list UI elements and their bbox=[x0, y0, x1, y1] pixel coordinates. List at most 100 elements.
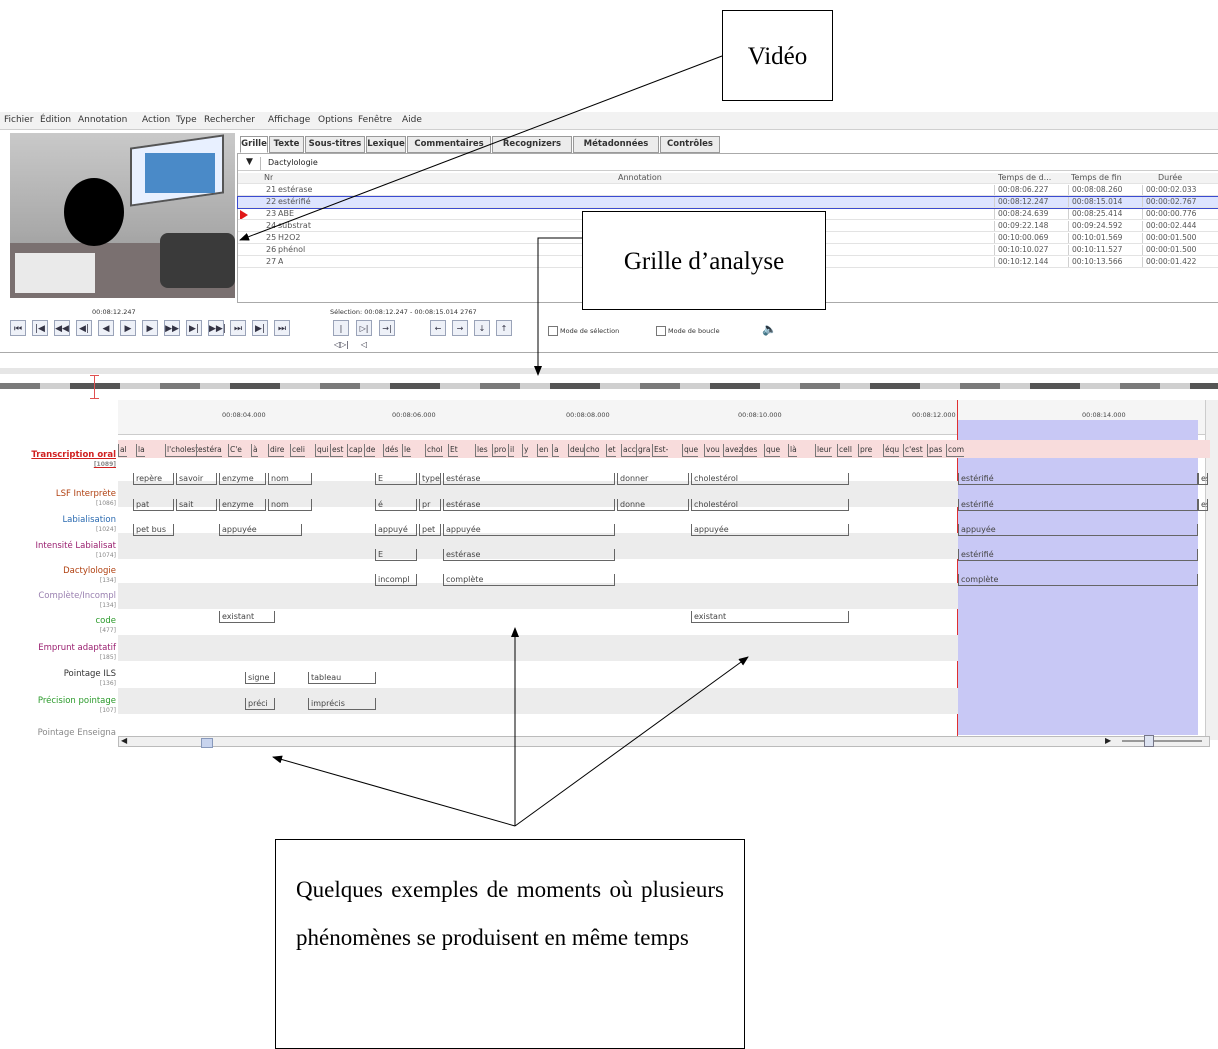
annotation-block[interactable]: pr bbox=[419, 499, 441, 511]
go-end-icon[interactable]: ⏭ bbox=[230, 320, 246, 336]
tier-label[interactable]: Dactylologie[134] bbox=[0, 566, 116, 584]
dropdown-arrow-icon[interactable]: ▼ bbox=[246, 157, 253, 167]
annotation-block[interactable]: cholestérol bbox=[691, 499, 849, 511]
annotation-block[interactable]: complète bbox=[958, 574, 1198, 586]
tab-recognizers[interactable]: Recognizers bbox=[492, 136, 572, 153]
annotation-block[interactable]: appuyée bbox=[958, 524, 1198, 536]
tier-label[interactable]: code[477] bbox=[0, 616, 117, 634]
overview-strip[interactable] bbox=[0, 368, 1218, 374]
tier-label[interactable]: Emprunt adaptatif[185] bbox=[0, 643, 116, 661]
annotation-block[interactable]: nom bbox=[268, 499, 312, 511]
annotation-block[interactable]: enzyme bbox=[219, 499, 266, 511]
annotation-block[interactable]: existant bbox=[219, 611, 275, 623]
tier-label[interactable]: Pointage ILS[136] bbox=[0, 669, 116, 687]
annotation-block[interactable]: appuyée bbox=[691, 524, 849, 536]
tier-label[interactable]: Pointage Enseigna bbox=[0, 728, 116, 739]
menu-type[interactable]: Type bbox=[176, 115, 197, 125]
annotation-block[interactable]: estérifié bbox=[958, 499, 1198, 511]
annotation-block[interactable]: existant bbox=[691, 611, 849, 623]
annotation-block[interactable]: signe bbox=[245, 672, 275, 684]
annotation-block[interactable]: nom bbox=[268, 473, 312, 485]
annotation-block[interactable]: appuyée bbox=[443, 524, 615, 536]
menu-fichier[interactable]: Fichier bbox=[4, 115, 34, 125]
annotation-block[interactable]: type bbox=[419, 473, 441, 485]
annotation-block[interactable]: estérase bbox=[443, 499, 615, 511]
annotation-block[interactable]: complète bbox=[443, 574, 615, 586]
scroll-left-icon[interactable]: ◀ bbox=[121, 736, 128, 745]
tier-label[interactable]: Transcription oral[1089] bbox=[0, 450, 116, 468]
fast-forward-icon[interactable]: ▶▶ bbox=[164, 320, 180, 336]
menu-edition[interactable]: Édition bbox=[40, 115, 72, 125]
arrow-right-icon[interactable]: → bbox=[452, 320, 468, 336]
next-segment-icon[interactable]: ▶| bbox=[252, 320, 268, 336]
annotation-block[interactable]: é bbox=[375, 499, 417, 511]
tier-label[interactable]: Labialisation[1024] bbox=[0, 515, 116, 533]
arrow-left-icon[interactable]: ← bbox=[430, 320, 446, 336]
annotation-block[interactable]: estérase bbox=[443, 549, 615, 561]
annotation-block[interactable]: cholestérol bbox=[691, 473, 849, 485]
video-viewer[interactable] bbox=[10, 133, 235, 298]
menu-fenetre[interactable]: Fenêtre bbox=[358, 115, 393, 125]
annotation-block[interactable]: donne bbox=[617, 499, 689, 511]
annotation-block[interactable]: estérifié bbox=[958, 473, 1198, 485]
annotation-block[interactable]: E bbox=[375, 549, 417, 561]
scroll-thumb[interactable] bbox=[201, 738, 213, 748]
zoom-slider[interactable] bbox=[1122, 740, 1202, 742]
annotation-block[interactable]: tableau bbox=[308, 672, 376, 684]
tier-label[interactable]: Intensité Labialisat[1074] bbox=[0, 541, 116, 559]
annotation-block[interactable]: appuyée bbox=[219, 524, 302, 536]
menu-annotation[interactable]: Annotation bbox=[78, 115, 128, 125]
annotation-block[interactable]: es bbox=[1198, 473, 1208, 485]
menu-affichage[interactable]: Affichage bbox=[268, 115, 311, 125]
arrow-up-icon[interactable]: ↑ bbox=[496, 320, 512, 336]
tier-label[interactable]: Précision pointage[107] bbox=[0, 696, 116, 714]
annotation-block[interactable]: estérifié bbox=[958, 549, 1198, 561]
segment-overview[interactable] bbox=[0, 383, 1218, 389]
annotation-block[interactable]: estérase bbox=[443, 473, 615, 485]
annotation-block[interactable]: incompl bbox=[375, 574, 417, 586]
jump-selection-icon[interactable]: →| bbox=[379, 320, 395, 336]
annotation-block[interactable]: préci bbox=[245, 698, 275, 710]
annotation-block[interactable]: es bbox=[1198, 499, 1208, 511]
arrow-down-icon[interactable]: ↓ bbox=[474, 320, 490, 336]
step-forward-icon[interactable]: ▶ bbox=[142, 320, 158, 336]
timeline-vertical-scrollbar[interactable] bbox=[1205, 400, 1218, 740]
prev-frame-icon[interactable]: |◀ bbox=[32, 320, 48, 336]
volume-icon[interactable]: 🔈 bbox=[762, 322, 777, 336]
annotation-block[interactable]: pet bus bbox=[133, 524, 174, 536]
go-start-icon[interactable]: ⏮ bbox=[10, 320, 26, 336]
mode-selection-checkbox[interactable] bbox=[548, 326, 558, 336]
tab-grille[interactable]: Grille bbox=[240, 136, 268, 153]
annotation-block[interactable]: pet bbox=[419, 524, 441, 536]
selection-play-icon[interactable]: ▷|◁ bbox=[356, 320, 372, 349]
annotation-block[interactable]: appuyé bbox=[375, 524, 417, 536]
tab-controles[interactable]: Contrôles bbox=[660, 136, 720, 153]
annotation-block[interactable]: E bbox=[375, 473, 417, 485]
tab-texte[interactable]: Texte bbox=[269, 136, 304, 153]
annotation-block[interactable]: pat bbox=[133, 499, 174, 511]
tier-selector[interactable]: ▼ Dactylologie bbox=[238, 157, 1218, 171]
tier-label[interactable]: Complète/Incompl[134] bbox=[0, 591, 116, 609]
end-segment-icon[interactable]: ⏭ bbox=[274, 320, 290, 336]
step-back-icon[interactable]: ◀ bbox=[98, 320, 114, 336]
tab-sous-titres[interactable]: Sous-titres bbox=[305, 136, 365, 153]
menu-rechercher[interactable]: Rechercher bbox=[204, 115, 255, 125]
tab-lexique[interactable]: Lexique bbox=[366, 136, 406, 153]
next-frame-icon[interactable]: ▶▶| bbox=[208, 320, 226, 336]
scroll-right-icon[interactable]: ▶ bbox=[1105, 736, 1112, 745]
selection-clear-icon[interactable]: |◁▷| bbox=[333, 320, 349, 349]
annotation-block[interactable]: donner bbox=[617, 473, 689, 485]
annotation-block[interactable]: savoir bbox=[176, 473, 217, 485]
timeline-horizontal-scrollbar[interactable]: ◀ ▶ bbox=[118, 736, 1210, 748]
mode-loop-checkbox[interactable] bbox=[656, 326, 666, 336]
menu-options[interactable]: Options bbox=[318, 115, 353, 125]
annotation-block[interactable]: enzyme bbox=[219, 473, 266, 485]
rewind-icon[interactable]: ◀◀ bbox=[54, 320, 70, 336]
tier-label[interactable]: LSF Interprète[1086] bbox=[0, 489, 116, 507]
tab-metadonnees[interactable]: Métadonnées bbox=[573, 136, 659, 153]
menu-action[interactable]: Action bbox=[142, 115, 171, 125]
play-icon[interactable]: ▶ bbox=[120, 320, 136, 336]
zoom-slider-thumb[interactable] bbox=[1144, 735, 1154, 747]
